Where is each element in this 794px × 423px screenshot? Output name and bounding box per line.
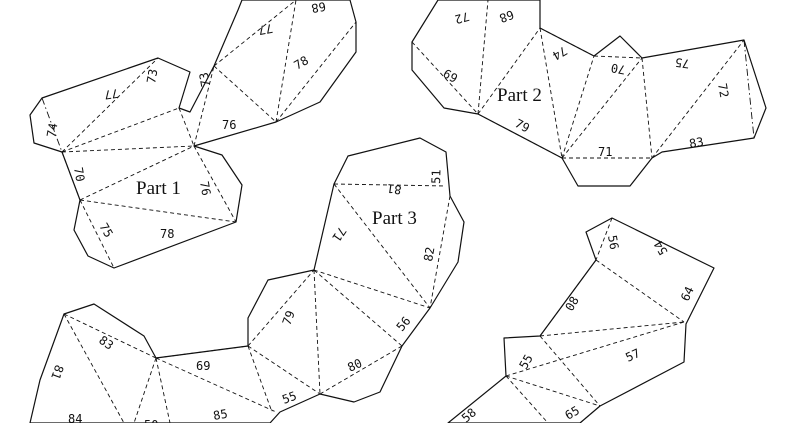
part-2-number: 83 xyxy=(688,135,705,151)
part-2-number: 71 xyxy=(598,145,612,159)
part-1-number: 76 xyxy=(222,118,236,132)
part-3-fold-lines xyxy=(63,183,451,423)
part-4-fold-lines xyxy=(505,217,685,423)
part-3-number: 80 xyxy=(345,356,364,375)
part-3-number: 81 xyxy=(48,363,66,381)
part-3-outline xyxy=(29,137,465,423)
part-1-title: Part 1 xyxy=(136,178,181,199)
part-1-number: 70 xyxy=(71,166,87,183)
part-3-number: 50 xyxy=(144,418,158,423)
part-3-net: Part 3 81 51 71 82 56 79 80 55 69 85 83 … xyxy=(29,137,465,423)
part-4-outline xyxy=(447,217,715,423)
part-3-number: 84 xyxy=(68,412,82,423)
part-1-number: 78 xyxy=(292,53,312,72)
part-2-numbers: 72 68 69 74 70 75 72 79 71 83 xyxy=(441,7,732,159)
part-2-number: 75 xyxy=(674,55,690,71)
part-4-net: 56 54 08 64 55 57 65 58 xyxy=(447,217,715,423)
part-4-number: 56 xyxy=(605,234,621,251)
part-4-number: 57 xyxy=(623,346,642,365)
part-1-fold-lines xyxy=(41,0,357,269)
part-2-title: Part 2 xyxy=(497,85,542,106)
part-4-number: 55 xyxy=(516,352,535,372)
part-1-number: 77 xyxy=(257,21,274,37)
part-2-outline xyxy=(411,0,767,187)
part-3-number: 79 xyxy=(280,309,298,327)
part-3-title: Part 3 xyxy=(372,208,417,229)
part-1-number: 76 xyxy=(197,180,213,197)
part-4-number: 64 xyxy=(678,284,697,303)
part-1-net: Part 1 77 73 74 70 76 75 78 73 76 77 68 … xyxy=(29,0,357,269)
part-2-net: Part 2 72 68 69 74 70 75 72 79 71 83 xyxy=(411,0,767,187)
part-1-number: 75 xyxy=(96,221,115,241)
part-2-number: 72 xyxy=(453,9,471,26)
part-4-number: 65 xyxy=(563,403,583,422)
part-3-number: 83 xyxy=(96,333,116,353)
part-3-number: 55 xyxy=(280,389,298,407)
part-3-number: 71 xyxy=(329,224,349,244)
part-2-number: 69 xyxy=(441,66,461,85)
part-1-number: 74 xyxy=(44,122,60,139)
part-1-number: 77 xyxy=(103,86,119,102)
part-3-number: 81 xyxy=(386,181,402,197)
part-1-number: 73 xyxy=(197,71,213,88)
part-4-number: 54 xyxy=(651,238,670,258)
part-2-number: 74 xyxy=(550,43,570,62)
part-2-number: 79 xyxy=(513,116,532,135)
part-1-numbers: 77 73 74 70 76 75 78 73 76 77 68 78 xyxy=(44,0,327,241)
part-1-number: 78 xyxy=(160,227,174,241)
part-3-number: 69 xyxy=(196,359,210,373)
part-3-numbers: 81 51 71 82 56 79 80 55 69 85 83 81 84 5… xyxy=(48,169,443,423)
part-2-number: 70 xyxy=(610,61,627,77)
part-3-number: 82 xyxy=(421,246,437,263)
part-4-numbers: 56 54 08 64 55 57 65 58 xyxy=(459,234,697,423)
part-1-number: 73 xyxy=(144,68,160,85)
part-4-number: 08 xyxy=(562,294,581,314)
part-2-fold-lines xyxy=(411,0,755,159)
part-2-number: 68 xyxy=(497,7,515,25)
part-2-number: 72 xyxy=(715,82,731,99)
part-3-number: 85 xyxy=(212,407,229,423)
part-1-number: 68 xyxy=(310,0,327,15)
part-3-number: 51 xyxy=(429,169,443,184)
part-1-outline xyxy=(29,0,357,269)
